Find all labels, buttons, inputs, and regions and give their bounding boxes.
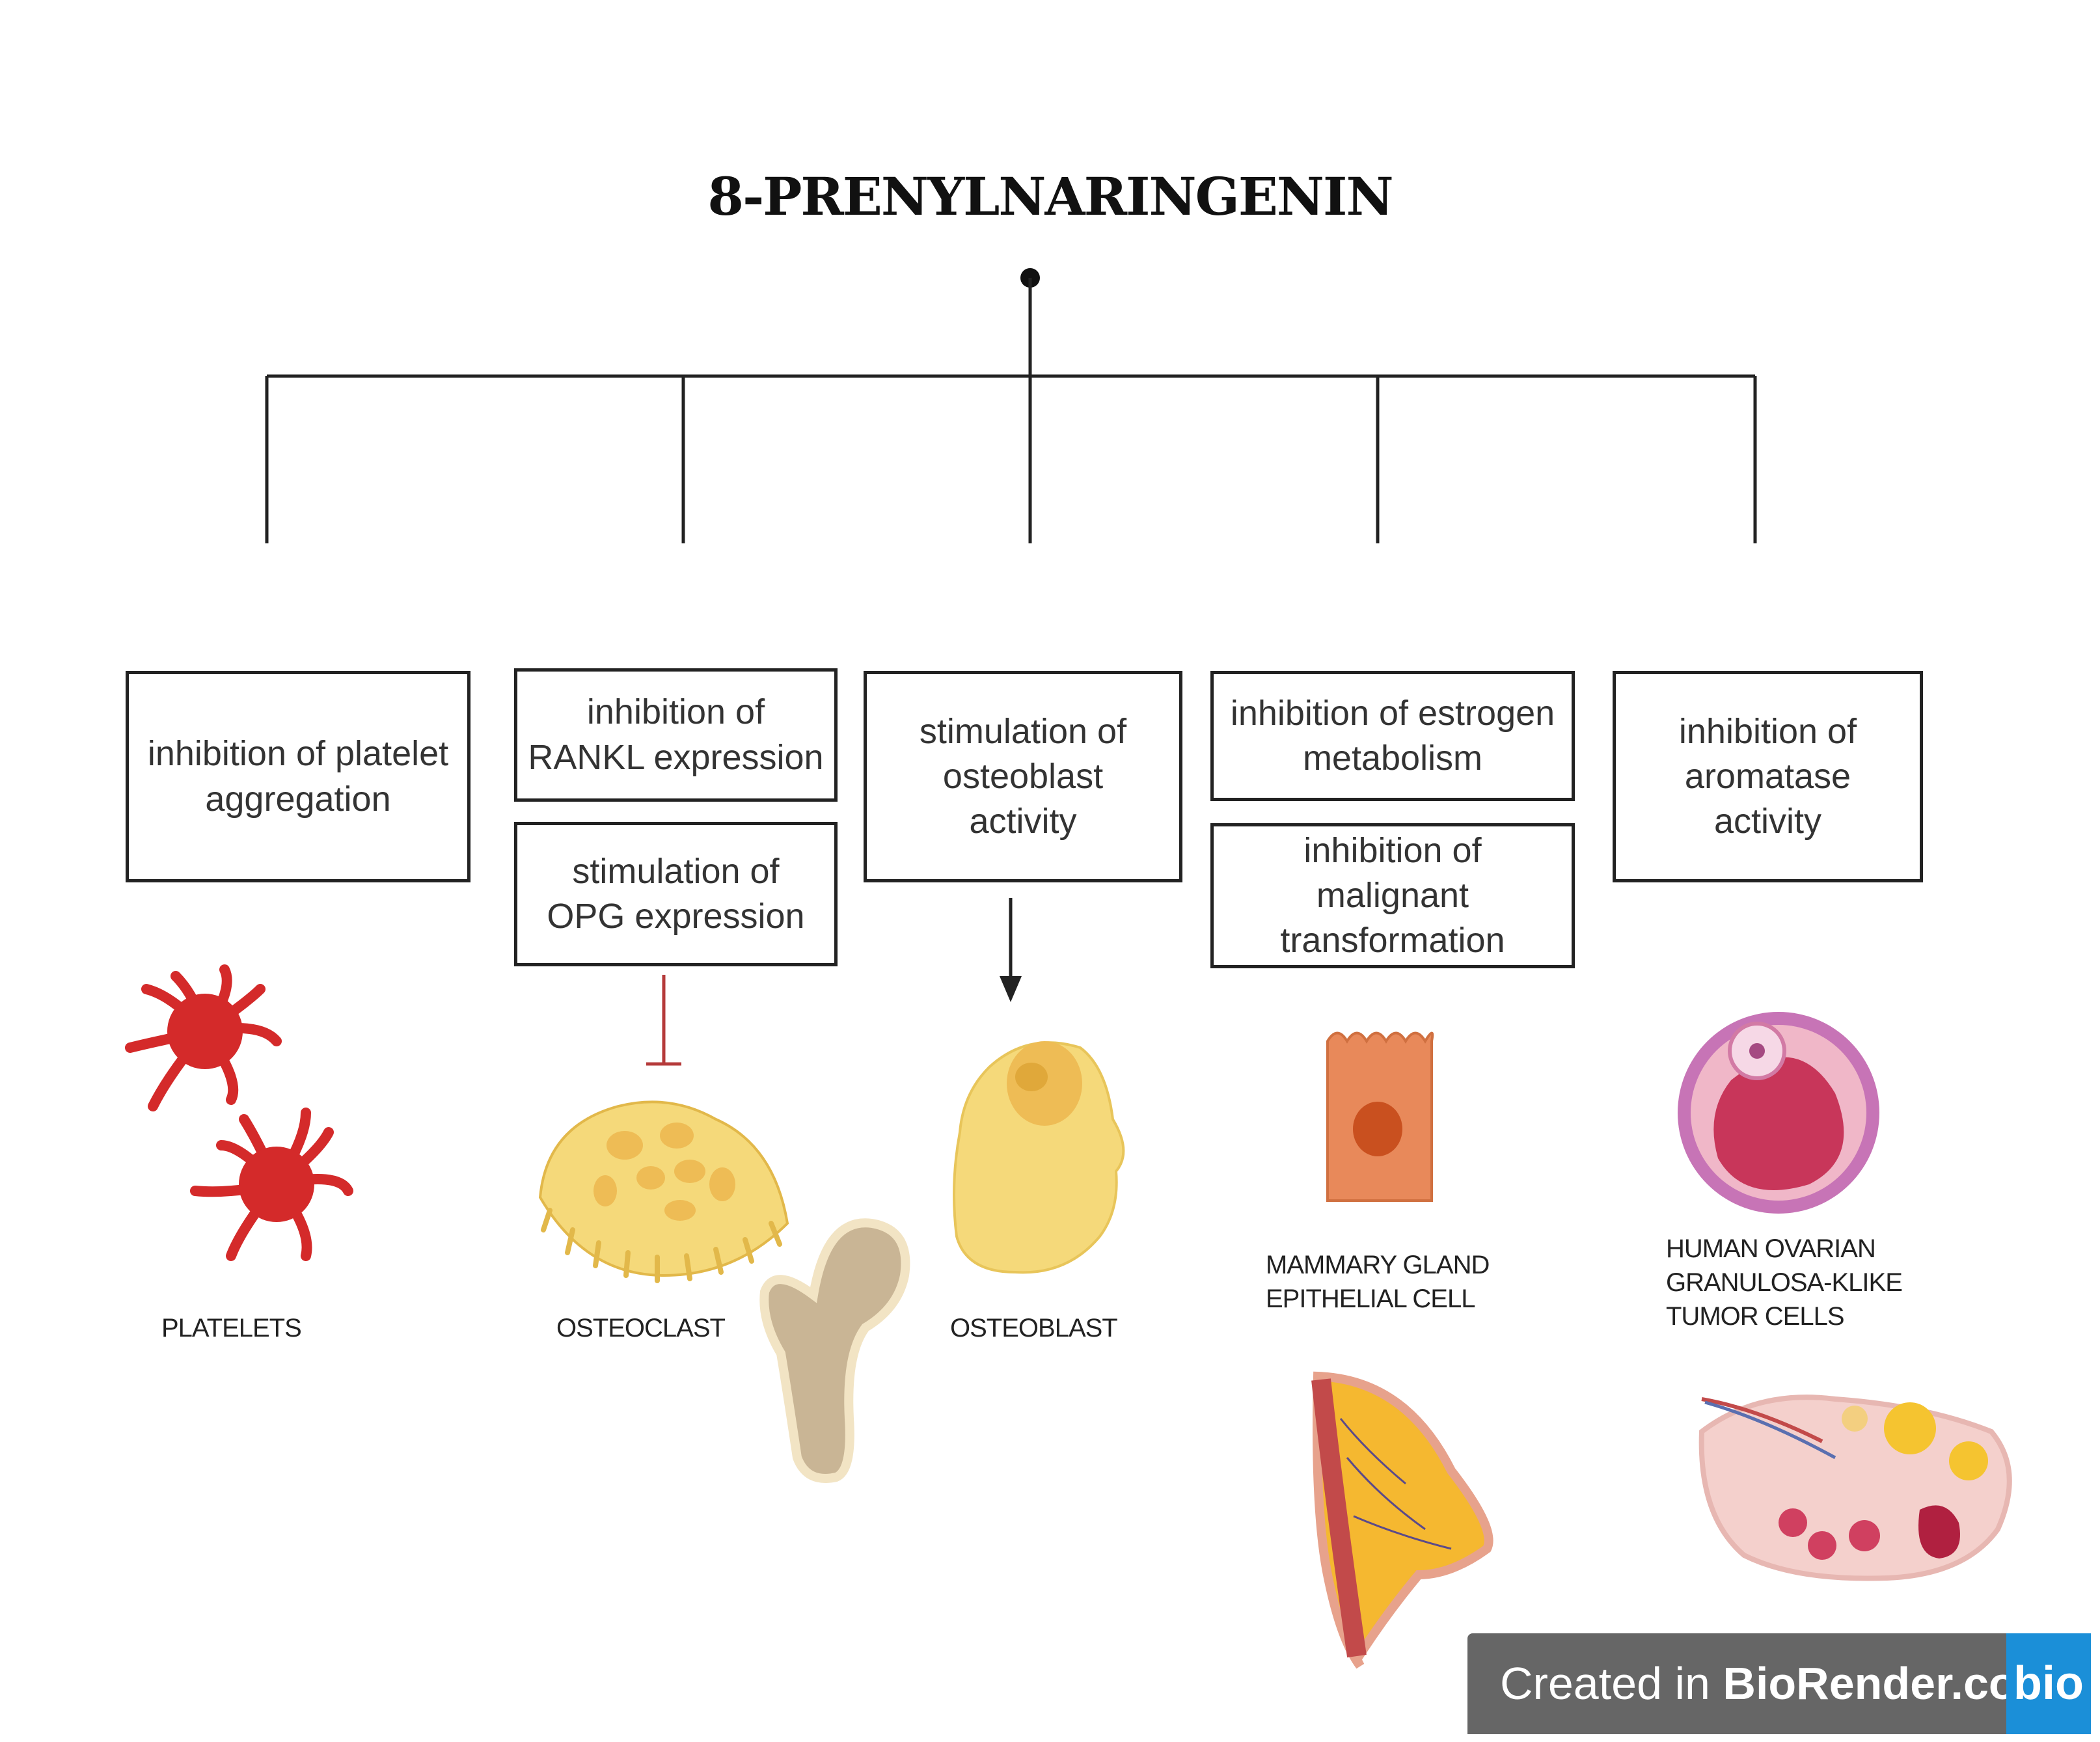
inhibition-marker [646, 975, 681, 1066]
effect-box-osteoblast: stimulation of osteoblast activity [864, 671, 1182, 882]
effect-box-opg: stimulation of OPG expression [514, 822, 838, 966]
effect-box-estrogen: inhibition of estrogen metabolism [1210, 671, 1575, 801]
effect-box-platelet: inhibition of platelet aggregation [126, 671, 470, 882]
osteoblast-illustration [953, 1041, 1125, 1274]
platelet-illustration [125, 964, 353, 1261]
effect-opg-text: stimulation of OPG expression [547, 851, 805, 936]
effect-box-aromatase: inhibition of aromatase activity [1613, 671, 1923, 882]
credit-text: Created in BioRender.com [1500, 1633, 2057, 1734]
osteoclast-illustration [538, 1100, 789, 1283]
cell-label-platelets: PLATELETS [161, 1314, 302, 1342]
cell-label-osteoclast: OSTEOCLAST [556, 1314, 726, 1342]
effect-platelet-text: inhibition of platelet aggregation [147, 734, 449, 819]
effect-osteoblast-text: stimulation of osteoblast activity [919, 711, 1127, 841]
effect-aromatase-text: inhibition of aromatase activity [1678, 711, 1857, 841]
bone-illustration [759, 1218, 910, 1483]
effect-malignant-text: inhibition of malignant transformation [1280, 830, 1505, 960]
credit-prefix: Created in [1500, 1658, 1723, 1709]
cell-label-mammary: MAMMARY GLAND EPITHELIAL CELL [1266, 1251, 1490, 1313]
effect-box-rankl: inhibition of RANKL expression [514, 668, 838, 802]
epithelial-cell-illustration [1326, 1031, 1434, 1202]
effect-estrogen-text: inhibition of estrogen metabolism [1230, 693, 1555, 778]
breast-illustration [1311, 1371, 1493, 1669]
ovarian-follicle-illustration [1678, 1012, 1879, 1214]
diagram-title: 8-PRENYLNARINGENIN [707, 166, 1393, 227]
credit-brand: BioRender.com [1723, 1658, 2057, 1709]
biorender-credit-badge[interactable]: Created in BioRender.com bio [1467, 1633, 2091, 1734]
stimulation-arrow [1000, 898, 1022, 1002]
cell-label-osteoblast: OSTEOBLAST [950, 1314, 1118, 1342]
ovary-illustration [1698, 1395, 2012, 1581]
biorender-logo-icon: bio [2006, 1633, 2091, 1734]
effect-rankl-text: inhibition of RANKL expression [528, 692, 824, 777]
cell-label-ovarian: HUMAN OVARIAN GRANULOSA-KLIKE TUMOR CELL… [1666, 1234, 1903, 1331]
effect-box-malignant: inhibition of malignant transformation [1210, 823, 1575, 968]
